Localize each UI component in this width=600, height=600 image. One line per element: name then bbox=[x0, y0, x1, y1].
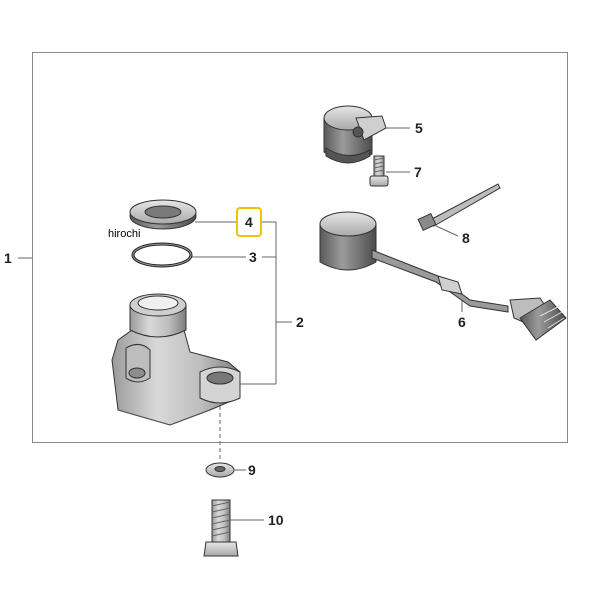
seal-ring-part bbox=[129, 199, 197, 230]
callout-2: 2 bbox=[296, 314, 304, 330]
callout-1: 1 bbox=[4, 250, 12, 266]
callout-3: 3 bbox=[249, 249, 257, 265]
callout-4-highlight bbox=[236, 207, 262, 237]
callout-7: 7 bbox=[414, 164, 422, 180]
assembly-frame bbox=[32, 52, 568, 443]
callout-5: 5 bbox=[415, 120, 423, 136]
leader-lines bbox=[18, 127, 463, 521]
callout-9: 9 bbox=[248, 462, 256, 478]
o-ring-part bbox=[131, 242, 193, 268]
washer-part bbox=[205, 462, 235, 478]
watermark-text: hirochi bbox=[108, 228, 141, 240]
cable-tie-part bbox=[417, 183, 501, 232]
callout-6: 6 bbox=[458, 314, 466, 330]
sensor-cap-part bbox=[323, 105, 387, 164]
callout-8: 8 bbox=[462, 230, 470, 246]
small-screw-part bbox=[369, 155, 389, 187]
callout-10: 10 bbox=[268, 512, 284, 528]
housing-part bbox=[111, 293, 241, 426]
sensor-cable-part bbox=[319, 211, 567, 341]
callout-4: 4 bbox=[245, 214, 253, 230]
bolt-part bbox=[203, 499, 239, 557]
